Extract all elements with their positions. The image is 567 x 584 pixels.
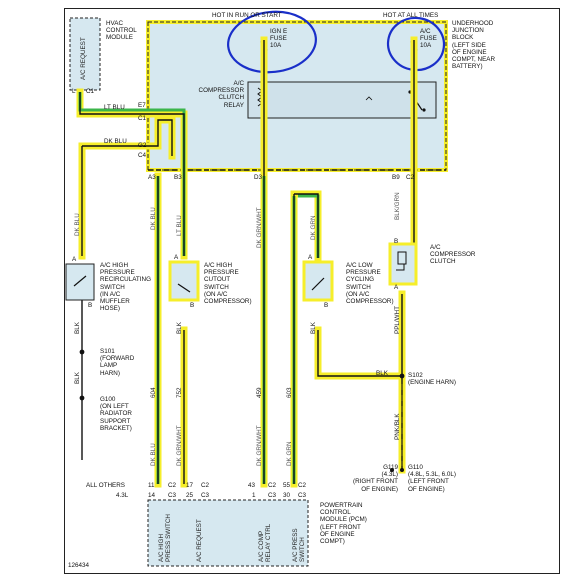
wire-blk-h-label: BLK	[376, 370, 388, 377]
wire-blk-3-label: BLK	[176, 322, 183, 334]
low-pressure-switch-box	[302, 260, 334, 302]
circuit-603: 603	[286, 387, 293, 398]
connector-e7: E7	[138, 102, 146, 109]
cutout-switch-label: A/C HIGH PRESSURE CUTOUT SWITCH (ON A/C …	[204, 262, 252, 306]
pcm-all-others: ALL OTHERS	[86, 482, 125, 489]
pcm-r2-0: 14	[148, 492, 156, 499]
ac-fuse-label: A/C FUSE 10A	[420, 28, 437, 50]
pcm-r1-3: C2	[201, 482, 210, 489]
wire-dk-blu-top-label: DK BLU	[104, 138, 127, 145]
wire-lt-blu-v-label: LT BLU	[176, 215, 183, 236]
wire-dk-blu-label: DK BLU	[150, 207, 157, 230]
s101-dot	[79, 349, 85, 355]
connector-b3: B3	[174, 174, 182, 181]
pcm-label: POWERTRAIN CONTROL MODULE (PCM) (LEFT FR…	[320, 502, 367, 546]
wire-dk-blu-low-label: DK BLU	[150, 443, 157, 466]
hot-run-start-label: HOT IN RUN OR START	[212, 12, 282, 19]
pcm-4-3l: 4.3L	[116, 492, 129, 499]
underhood-block-label: UNDERHOOD JUNCTION BLOCK (LEFT SIDE OF E…	[452, 20, 496, 71]
connector-c4: C4	[138, 152, 147, 159]
recirc-switch-box	[65, 263, 95, 301]
pcm-box	[147, 499, 309, 567]
connector-a3: A3	[148, 174, 156, 181]
wire-ppl-wht-label: PPL/WHT	[394, 306, 401, 334]
circuit-752: 752	[176, 387, 183, 398]
wire-dk-grn-wht-2-label: DK GRN/WHT	[256, 425, 263, 466]
g100-label: G100 (ON LEFT RADIATOR SUPPORT BRACKET)	[100, 396, 132, 432]
hvac-module-label: HVAC CONTROL MODULE	[106, 20, 137, 42]
figure-id: 126434	[68, 562, 90, 569]
wire-blk-4-label: BLK	[310, 322, 317, 334]
circuit-604: 604	[150, 387, 157, 398]
low-pressure-switch-b: B	[324, 302, 329, 309]
clutch-b: B	[394, 238, 399, 245]
pcm-input-high-press: A/C HIGH PRESS SWITCH	[158, 514, 172, 562]
s101-label: S101 (FORWARD LAMP HARN)	[100, 348, 135, 377]
pcm-r1-5: C2	[268, 482, 277, 489]
wire-dk-grn-wht-low-label: DK GRN/WHT	[176, 425, 183, 466]
pcm-r2-5: C3	[268, 492, 277, 499]
wire-blk-grn-label: BLK/GRN	[394, 192, 401, 220]
clutch-a: A	[394, 284, 399, 291]
g119-label: G119 (4.3L) (RIGHT FRONT OF ENGINE)	[352, 464, 398, 493]
pcm-input-relay-ctrl: A/C COMP RELAY CTRL	[258, 523, 272, 562]
low-pressure-switch-label: A/C LOW PRESSURE CYCLING SWITCH (ON A/C …	[346, 262, 394, 306]
pcm-r2-4: 1	[252, 492, 256, 499]
cutout-switch-box	[168, 260, 200, 302]
s102-label: S102 (ENGINE HARN)	[408, 372, 456, 387]
hvac-ac-request-label: A/C REQUEST	[80, 37, 87, 80]
connector-l: L	[72, 88, 76, 95]
connector-d3: D3	[254, 174, 263, 181]
pcm-r1-6: 55	[283, 482, 291, 489]
wire-dk-blu-left-label: DK BLU	[74, 213, 81, 236]
g110-dot	[400, 468, 404, 472]
recirc-switch-label: A/C HIGH PRESSURE RECIRCULATING SWITCH (…	[100, 262, 151, 313]
cutout-switch-b: B	[190, 302, 195, 309]
wire-pnk-blk-label: PNK/BLK	[394, 413, 401, 440]
pcm-r1-1: C2	[168, 482, 177, 489]
g100-dot	[79, 395, 85, 401]
wire-dk-grn-low-label: DK GRN	[286, 441, 293, 467]
wire-dk-grn-label: DK GRN	[310, 215, 317, 241]
cutout-switch-a: A	[174, 254, 179, 261]
connector-c2: C2	[406, 174, 415, 181]
pcm-r1-4: 43	[248, 482, 256, 489]
connector-c1: C1	[86, 88, 95, 95]
connector-b9: B9	[392, 174, 400, 181]
pcm-input-ac-request: A/C REQUEST	[196, 519, 203, 562]
pcm-r2-1: C3	[168, 492, 177, 499]
connector-g2: G2	[138, 142, 147, 149]
hand-circle-ign-fuse	[227, 10, 317, 74]
circuit-459: 459	[256, 387, 263, 398]
wire-blk-1-label: BLK	[74, 322, 81, 334]
g119-dot	[390, 468, 394, 472]
black-wire-layer	[79, 40, 415, 484]
wire-dk-grn-wht-label: DK GRN/WHT	[256, 207, 263, 248]
pcm-r2-6: 30	[283, 492, 291, 499]
hvac-module-box	[69, 17, 101, 91]
wire-blk-2-label: BLK	[74, 372, 81, 384]
hot-all-times-label: HOT AT ALL TIMES	[383, 12, 439, 19]
low-pressure-switch-a: A	[308, 254, 313, 261]
pcm-r2-7: C3	[298, 492, 307, 499]
relay-arrow	[365, 96, 373, 101]
pcm-input-press-switch: A/C PRESS SWITCH	[292, 528, 306, 562]
recirc-switch-b: B	[88, 302, 93, 309]
wire-lt-blu-label: LT BLU	[104, 104, 125, 111]
relay-label: A/C COMPRESSOR CLUTCH RELAY	[198, 80, 244, 109]
pcm-r2-2: 25	[186, 492, 194, 499]
g110-label: G110 (4.8L, 5.3L, 6.0L) (LEFT FRONT OF E…	[408, 464, 456, 493]
connector-c1b: C1	[138, 115, 147, 122]
ign-e-fuse-label: IGN E FUSE 10A	[270, 28, 288, 50]
recirc-switch-a: A	[72, 256, 77, 263]
s102-dot	[399, 373, 405, 379]
clutch-label: A/C COMPRESSOR CLUTCH	[430, 244, 476, 266]
pcm-r2-3: C3	[201, 492, 210, 499]
relay-box	[247, 81, 437, 119]
pcm-r1-0: 11	[148, 482, 155, 489]
pcm-r1-2: 17	[186, 482, 194, 489]
pcm-r1-7: C2	[298, 482, 307, 489]
